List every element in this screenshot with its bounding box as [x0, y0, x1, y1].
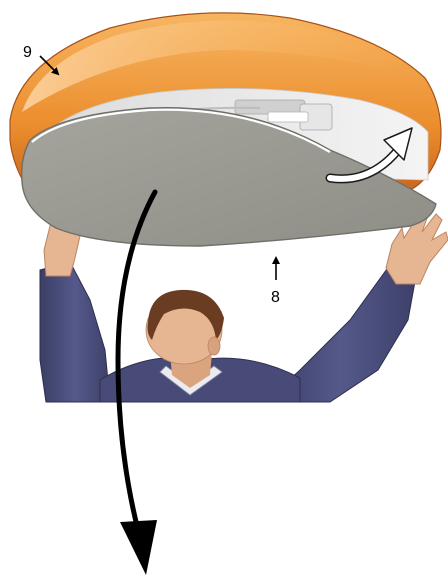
callout-8-label: 8: [271, 289, 280, 306]
callout-8: 8: [271, 258, 280, 306]
callout-9-label: 9: [23, 44, 32, 61]
ear: [208, 337, 220, 355]
ceiling-fixture: [10, 13, 441, 246]
